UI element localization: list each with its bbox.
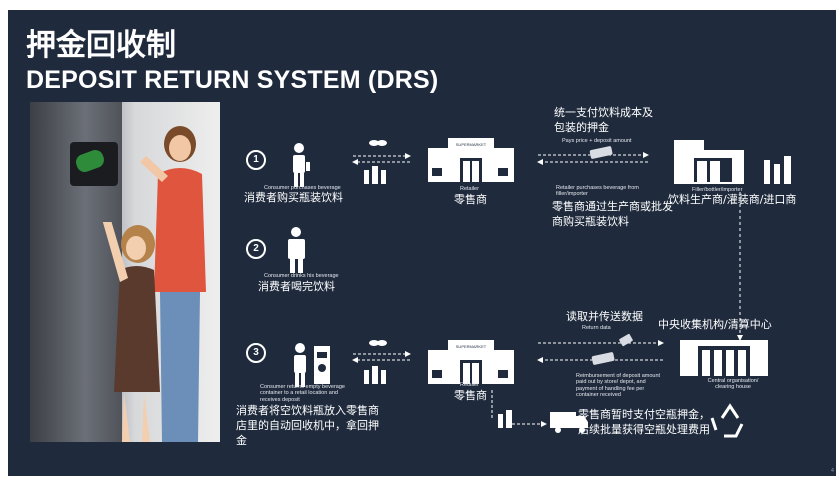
bottles-icon-bottom — [498, 410, 512, 428]
store-icon-top — [428, 138, 514, 182]
reimbursement-english: Reimbursement of deposit amount paid out… — [576, 373, 661, 398]
retailer-label-top: Retailer — [460, 186, 479, 192]
return-data-english: Return data — [582, 325, 611, 331]
slide-title-english: DEPOSIT RETURN SYSTEM (DRS) — [26, 66, 439, 94]
truck-icon — [550, 412, 588, 433]
consumer-person-icon — [293, 143, 310, 187]
page-number: 4 — [830, 468, 834, 474]
money-icon-bottom — [591, 352, 615, 365]
step-3-english: Consumer returns empty beverage containe… — [260, 384, 345, 403]
central-building-icon — [680, 340, 768, 376]
consumer-returning-icon — [294, 343, 330, 387]
slide-title-chinese: 押金回收制 — [26, 28, 176, 63]
store-icon-bottom — [428, 340, 514, 384]
reimbursement-chinese: 零售商暂时支付空瓶押金，后续批量获得空瓶处理费用 — [578, 408, 710, 436]
payment-english: Pays price + deposit amount — [562, 138, 632, 144]
coins-bottles-icon-3 — [364, 340, 387, 384]
coins-bottles-icon — [364, 140, 387, 184]
retailer-chinese-top: 零售商 — [454, 193, 487, 206]
filler-chinese: 饮料生产商/灌装商/进口商 — [668, 193, 797, 206]
payment-chinese: 统一支付饮料成本及包装的押金 — [554, 106, 653, 134]
central-chinese: 中央收集机构/清算中心 — [658, 318, 772, 331]
step-2-chinese: 消费者喝完饮料 — [258, 280, 335, 293]
slide: 押金回收制 DEPOSIT RETURN SYSTEM (DRS) 1 2 3 — [8, 10, 836, 476]
factory-icon — [674, 140, 791, 184]
recycle-icon — [710, 403, 744, 438]
step-2-number: 2 — [246, 239, 266, 259]
step-3-chinese: 消费者将空饮料瓶放入零售商店里的自动回收机中，拿回押金 — [236, 404, 379, 447]
filler-english: Filler/bottler/importer — [692, 187, 743, 193]
vending-machine-image — [30, 102, 122, 442]
step-1-number: 1 — [246, 150, 266, 170]
step-1-english: Consumer purchases beverage — [264, 185, 341, 191]
retailer-label-bottom: Retailer — [460, 382, 479, 388]
consumer-drinking-icon — [288, 227, 305, 273]
flow-graphics: SUPERMARKET — [288, 138, 791, 438]
reverse-vending-machine-photo — [30, 102, 220, 442]
step-3-number: 3 — [246, 343, 266, 363]
money-icon-top — [589, 146, 613, 159]
retailer-chinese-bottom: 零售商 — [454, 389, 487, 402]
woman-image — [140, 126, 206, 442]
central-english: Central organisation/ clearing house — [707, 378, 759, 391]
child-image — [102, 222, 160, 442]
retailer-purchase-chinese: 零售商通过生产商或批发商购买瓶装饮料 — [552, 200, 673, 228]
retailer-purchase-english: Retailer purchases beverage from filler/… — [556, 185, 639, 198]
return-data-chinese: 读取并传送数据 — [566, 310, 643, 323]
store-sign-top: SUPERMARKET — [456, 142, 487, 147]
step-1-chinese: 消费者购买瓶装饮料 — [244, 191, 343, 204]
step-2-english: Consumer drinks his beverage — [264, 273, 339, 279]
data-tag-icon — [619, 333, 633, 347]
store-sign-bottom: SUPERMARKET — [456, 344, 487, 349]
